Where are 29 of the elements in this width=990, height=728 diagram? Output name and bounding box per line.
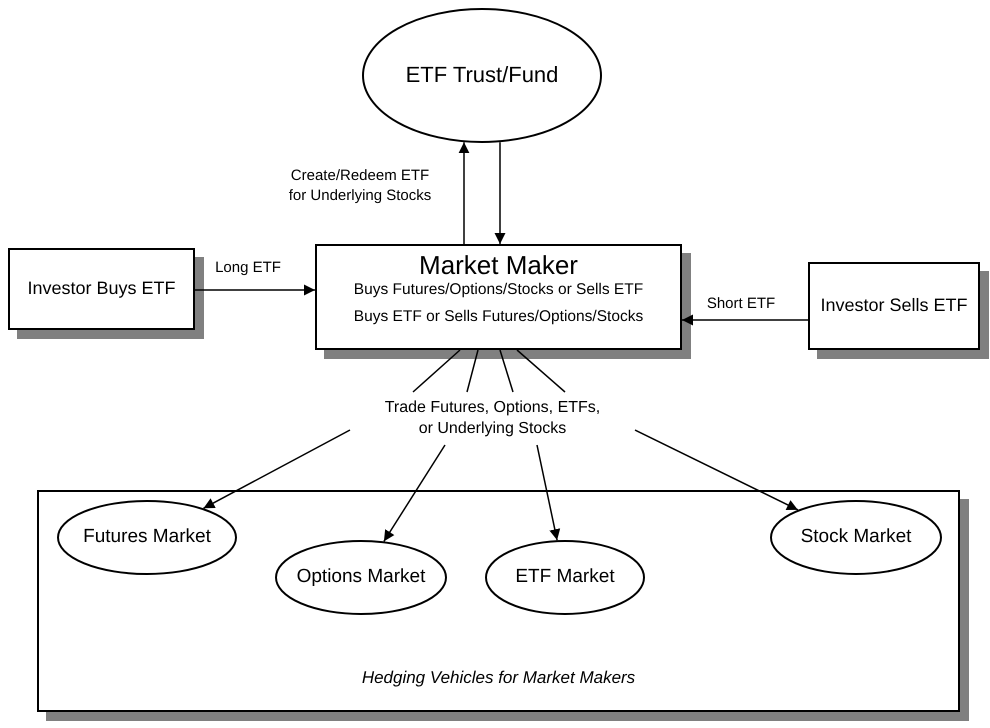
arrow — [682, 314, 808, 326]
ellipse-node — [770, 500, 942, 575]
node-text: Buys Futures/Options/Stocks or Sells ETF — [354, 281, 644, 300]
arrow — [634, 429, 798, 511]
arrow — [494, 142, 506, 244]
node-title: Futures Market — [83, 526, 211, 549]
node-title: Market Maker — [419, 250, 578, 282]
node-title: Stock Market — [800, 526, 912, 549]
connector-line — [499, 350, 514, 392]
node-title: Investor Buys ETF — [27, 278, 176, 300]
flow-label: Trade Futures, Options, ETFs, or Underlying Stocks — [350, 392, 635, 445]
node-text: Buys ETF or Sells Futures/Options/Stocks — [354, 308, 644, 326]
node-title: ETF Market — [515, 566, 615, 589]
arrow — [536, 444, 560, 540]
arrow — [458, 142, 470, 244]
connector-line — [466, 350, 479, 392]
node-title: Investor Sells ETF — [820, 295, 968, 317]
ellipse-node — [362, 8, 602, 143]
arrow — [383, 444, 446, 542]
node-title: Options Market — [296, 566, 426, 589]
arrow — [195, 284, 315, 296]
connector-line — [412, 349, 460, 393]
ellipse-node — [485, 540, 645, 615]
arrow — [203, 429, 350, 509]
node-title: ETF Trust/Fund — [406, 62, 558, 89]
ellipse-node — [275, 540, 447, 615]
connector-line — [516, 349, 566, 393]
ellipse-node — [57, 500, 237, 575]
node-title: Hedging Vehicles for Market Makers — [362, 668, 636, 688]
